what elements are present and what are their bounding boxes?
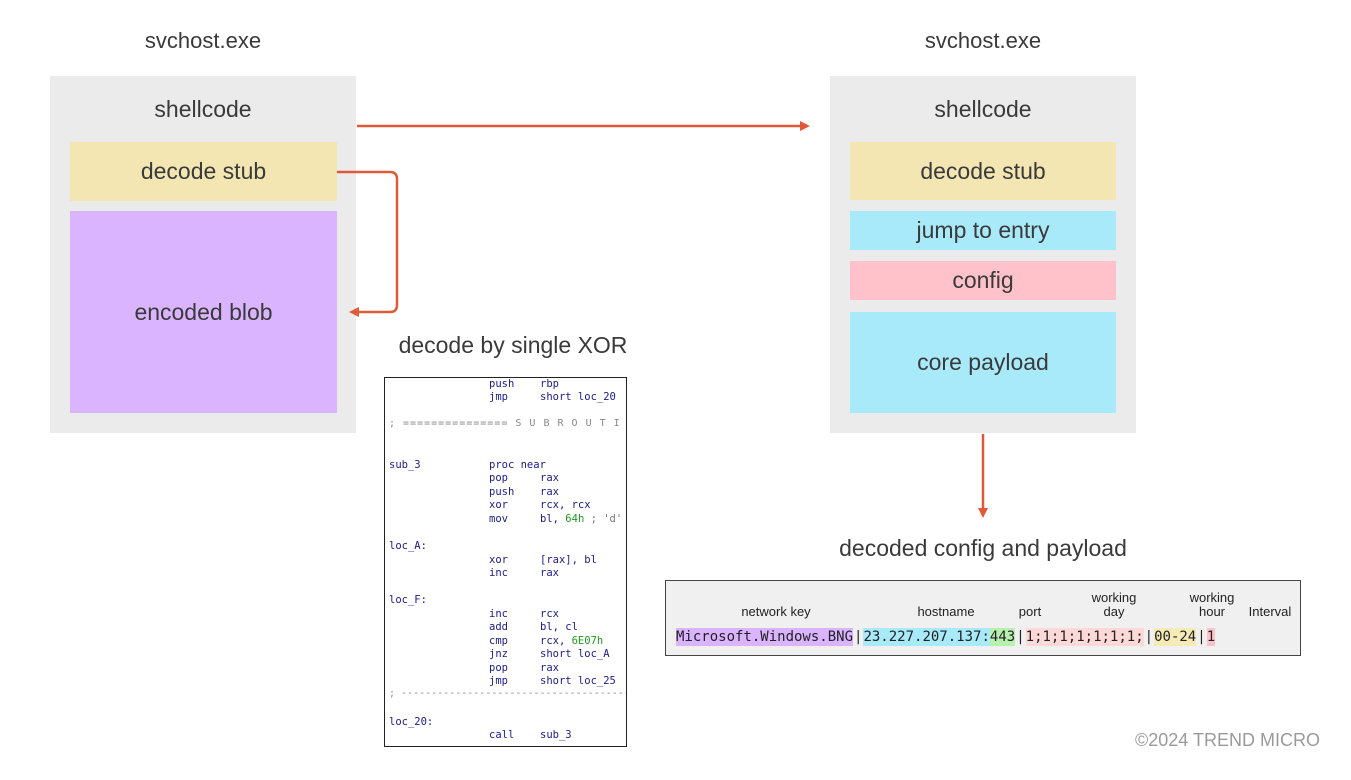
header-hostname: hostname (917, 604, 975, 619)
left-decode-stub: decode stub (70, 142, 337, 201)
pipe-separator: | (1016, 629, 1025, 645)
right-decode-stub: decode stub (850, 142, 1116, 200)
config-value-row: Microsoft.Windows.BNG | 23.227.207.137 :… (676, 628, 1216, 646)
decode-caption: decode by single XOR (398, 332, 628, 358)
header-working-hour-2: hour (1198, 604, 1226, 619)
header-network-key: network key (741, 604, 811, 619)
colon-separator: : (981, 628, 990, 646)
right-shellcode-title: shellcode (934, 96, 1032, 122)
subroutine-separator: ; =============== S U B R O U T I N E (389, 418, 627, 429)
value-working-day: 1;1;1;1;1;1;1; (1025, 628, 1144, 646)
value-hostname: 23.227.207.137 (863, 628, 982, 646)
dash-separator: ; --------------------------------------… (389, 688, 627, 699)
pipe-separator: | (1144, 629, 1154, 645)
left-shellcode-title: shellcode (154, 96, 252, 122)
value-interval: 1 (1206, 628, 1216, 646)
value-port: 443 (989, 628, 1016, 646)
header-interval: Interval (1248, 604, 1292, 619)
pipe-separator: | (1197, 629, 1206, 645)
right-jump-to-entry: jump to entry (850, 211, 1116, 250)
left-process-label: svchost.exe (144, 28, 262, 53)
decode-loop-arrow (337, 170, 399, 317)
copyright-footer: ©2024 TREND MICRO (1135, 730, 1320, 750)
right-process-label: svchost.exe (924, 28, 1042, 53)
header-working-hour-1: working (1189, 590, 1235, 605)
decoded-config-table: network key hostname port working day wo… (665, 580, 1301, 656)
value-working-hour: 00-24 (1154, 628, 1197, 646)
header-working-day-2: day (1103, 604, 1125, 619)
header-port: port (1018, 604, 1042, 619)
pipe-separator: | (854, 629, 863, 645)
decoded-caption: decoded config and payload (839, 535, 1127, 561)
header-working-day-1: working (1091, 590, 1137, 605)
value-network-key: Microsoft.Windows.BNG (676, 628, 854, 646)
left-encoded-blob: encoded blob (70, 211, 337, 413)
right-core-payload: core payload (850, 312, 1116, 413)
right-config: config (850, 261, 1116, 300)
